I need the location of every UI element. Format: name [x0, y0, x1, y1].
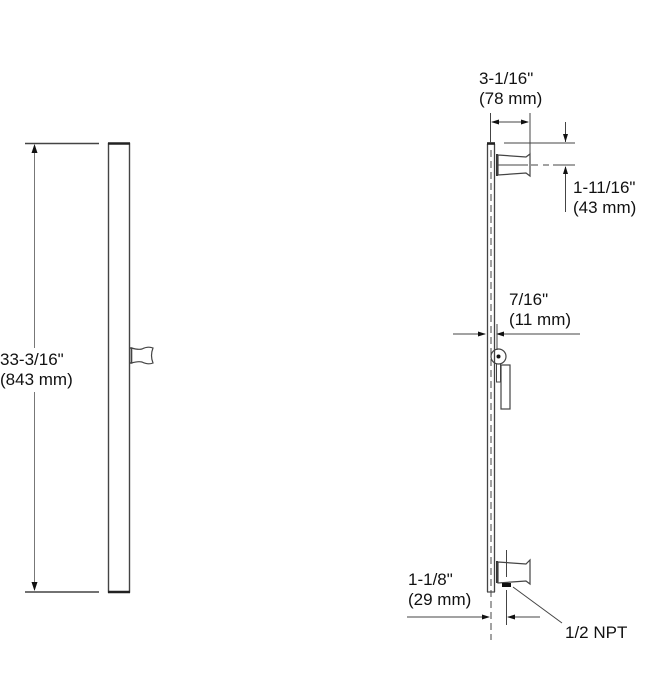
slider-holder-front: [131, 346, 154, 365]
arrowhead-icon: [31, 144, 38, 153]
slide-bar-front: [107, 142, 131, 593]
thread-label: 1/2 NPT: [565, 623, 627, 643]
handshower-holder: [500, 364, 511, 410]
overall-height-metric: (843 mm): [0, 370, 73, 389]
top-offset-metric: (43 mm): [573, 198, 637, 217]
npt-thread: [502, 583, 511, 587]
top-mount: [497, 152, 531, 178]
top-offset-label: 1-11/16" (43 mm): [573, 178, 636, 218]
bar-depth-metric: (11 mm): [509, 310, 572, 329]
front-view: [25, 142, 154, 594]
outlet-offset-metric: (29 mm): [408, 590, 472, 609]
overall-height-imperial: 33-3/16": [0, 350, 64, 369]
outlet-offset-label: 1-1/8" (29 mm): [408, 570, 471, 610]
bar-depth-label: 7/16" (11 mm): [509, 290, 571, 330]
overall-height-label: 33-3/16" (843 mm): [0, 350, 73, 390]
thread-spec: 1/2 NPT: [565, 623, 628, 642]
outlet-offset-imperial: 1-1/8": [408, 570, 453, 589]
holder-projection-label: 3-1/16" (78 mm): [479, 69, 542, 109]
arrowhead-icon: [31, 582, 38, 591]
holder-projection-metric: (78 mm): [479, 89, 543, 108]
side-view: [407, 113, 580, 640]
holder-projection-imperial: 3-1/16": [479, 69, 534, 88]
bar-depth-imperial: 7/16": [509, 290, 549, 309]
bottom-outlet: [497, 558, 531, 586]
top-offset-imperial: 1-11/16": [573, 178, 636, 197]
